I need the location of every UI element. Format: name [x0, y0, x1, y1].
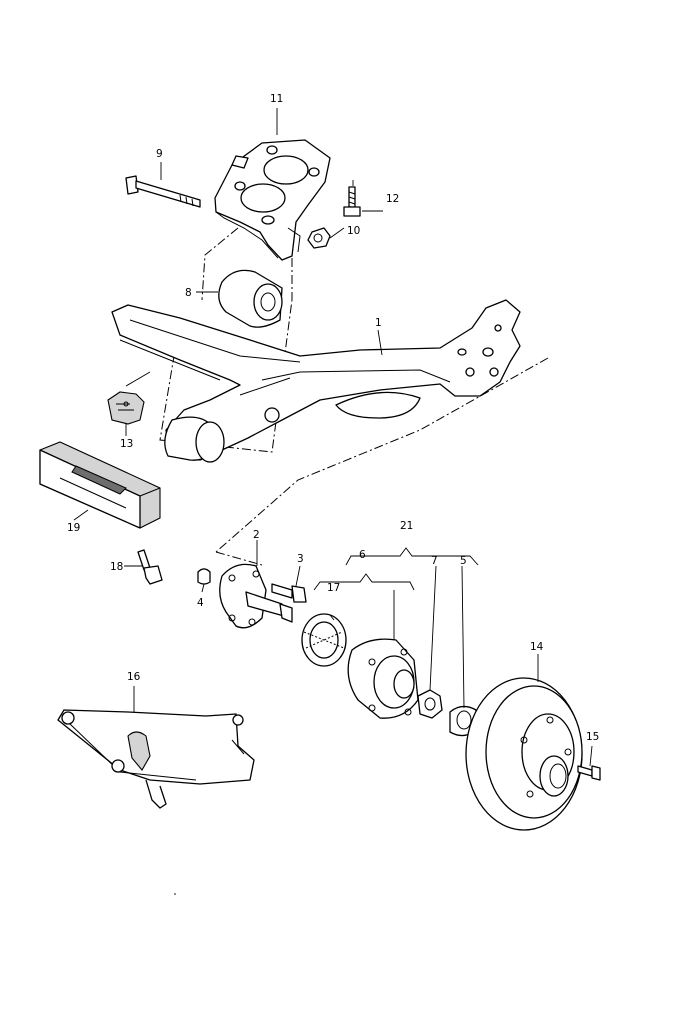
- abs-sensor-ring: [301, 613, 347, 667]
- callout-14: 14: [530, 641, 544, 653]
- mounting-bracket: [214, 139, 331, 261]
- lock-nut: [417, 689, 443, 719]
- callout-17: 17: [327, 582, 340, 594]
- nut: [307, 227, 331, 249]
- small-plug: [197, 568, 211, 585]
- callout-3: 3: [297, 553, 304, 565]
- callout-labels: 1 2 3 4 5 6 7 8 9 10 11 12 13 14 15 16 1…: [67, 93, 599, 743]
- small-bolt: [343, 186, 361, 217]
- callout-2: 2: [253, 529, 260, 541]
- callout-11: 11: [270, 93, 283, 105]
- callout-1: 1: [375, 317, 382, 329]
- disc-screw: [577, 765, 601, 781]
- callout-8: 8: [185, 287, 192, 299]
- axle-beam: [111, 299, 521, 463]
- beam-clamp: [107, 391, 145, 425]
- long-bolt: [125, 175, 201, 208]
- stub-axle-bolt: [271, 583, 307, 603]
- heat-shield: [57, 709, 255, 809]
- callout-19: 19: [67, 522, 80, 534]
- callout-6: 6: [359, 549, 366, 561]
- callout-7: 7: [431, 555, 438, 567]
- callout-16: 16: [127, 671, 141, 683]
- callout-10: 10: [347, 225, 360, 237]
- group-brackets: [313, 547, 479, 591]
- stray-dot: [174, 893, 176, 895]
- callout-4: 4: [197, 597, 204, 609]
- leader-lines: [73, 108, 593, 767]
- callout-9: 9: [156, 148, 163, 160]
- callout-5: 5: [460, 555, 467, 567]
- callout-12: 12: [386, 193, 399, 205]
- buffer-block: [39, 441, 161, 529]
- callout-21: 21: [400, 520, 413, 532]
- brake-disc: [465, 677, 583, 831]
- buffer-bolt: [137, 549, 163, 585]
- stub-axle: [219, 563, 293, 629]
- axle-bushing: [218, 269, 283, 328]
- wheel-hub: [347, 638, 419, 719]
- callout-15: 15: [586, 731, 599, 743]
- callout-13: 13: [120, 438, 133, 450]
- callout-18: 18: [110, 561, 123, 573]
